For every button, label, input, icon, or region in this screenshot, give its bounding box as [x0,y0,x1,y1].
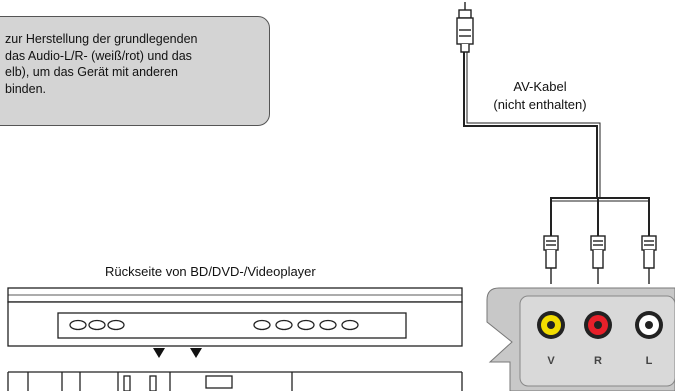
jack-letter-l: L [646,355,653,367]
jack-letter-v: V [547,355,555,367]
av-cable [456,2,657,284]
callout-line-1: zur Herstellung der grundlegenden [5,32,198,46]
top-plug-icon [456,2,474,53]
audio-right-jack-icon [584,311,612,339]
callout-line-2: das Audio-L/R- (weiß/rot) und das [5,48,192,63]
callout-line-4: binden. [5,81,47,96]
av-cable-label-line-2: (nicht enthalten) [493,97,587,112]
player-rear-label: Rückseite von BD/DVD-/Videoplayer [105,264,316,279]
instruction-callout: zur Herstellung der grundlegenden das Au… [0,16,270,126]
video-jack-icon [537,311,565,339]
arrow-down-icon [153,348,202,358]
port-ovals-left [69,319,125,331]
white-plug-icon [641,235,657,284]
av-jack-panel: V R L [486,287,675,391]
audio-left-jack-icon [635,311,663,339]
player-rear-panel [7,287,463,391]
av-cable-label: AV-Kabel (nicht enthalten) [450,78,630,114]
port-ovals-right [253,319,359,331]
jack-letter-r: R [594,355,602,367]
video-plug-icon [543,235,559,284]
av-cable-label-line-1: AV-Kabel [513,79,567,94]
callout-line-3: elb), um das Gerät mit anderen [5,65,178,79]
red-plug-icon [590,235,606,284]
